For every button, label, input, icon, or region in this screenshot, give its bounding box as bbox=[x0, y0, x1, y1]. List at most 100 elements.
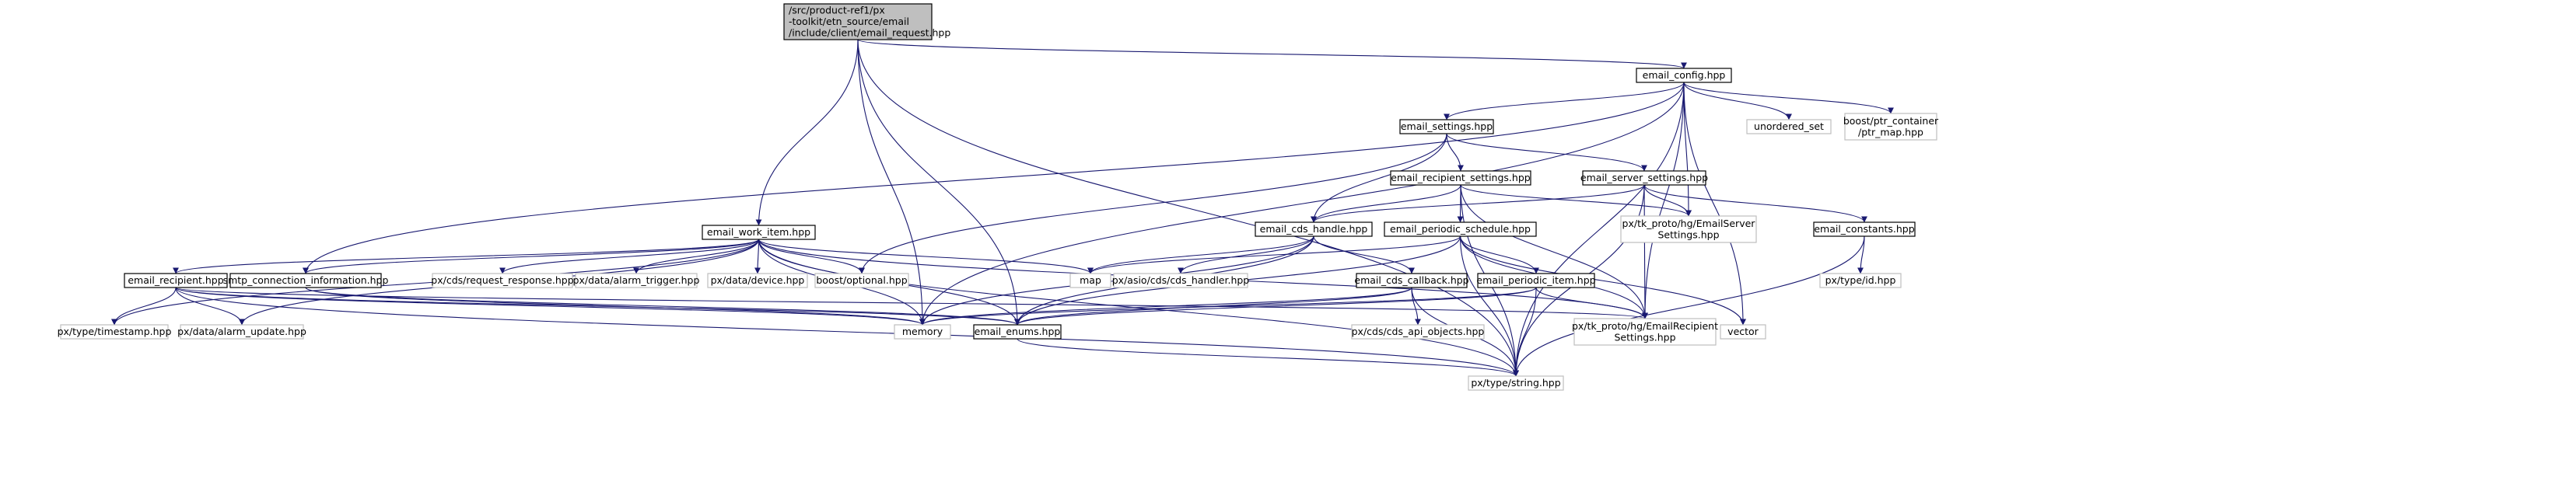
node-smtp[interactable]: smtp_connection_information.hpp bbox=[223, 273, 389, 288]
node-label-map-0: map bbox=[1080, 274, 1101, 286]
dependency-nodes: /src/product-ref1/px-toolkit/etn_source/… bbox=[58, 3, 1939, 391]
node-box-enums bbox=[973, 324, 1062, 340]
edge-server_settings-to-constants bbox=[1643, 184, 1867, 223]
edge-work_item-to-request_response bbox=[499, 239, 760, 274]
edge-periodic_schedule-to-string bbox=[1459, 235, 1519, 377]
node-label-recipient_pb-0: px/tk_proto/hg/EmailRecipient bbox=[1572, 320, 1718, 332]
node-email_config[interactable]: email_config.hpp bbox=[1636, 68, 1732, 83]
edge-smtp-to-enums bbox=[305, 287, 1020, 326]
edge-recipient-to-string bbox=[175, 287, 1519, 377]
node-label-cds_handler-0: px/asio/cds/cds_handler.hpp bbox=[1112, 274, 1250, 286]
node-email_settings[interactable]: email_settings.hpp bbox=[1399, 119, 1494, 134]
edge-recipient_settings-to-cds_handle bbox=[1311, 184, 1461, 223]
node-box-root bbox=[783, 3, 933, 40]
node-root[interactable]: /src/product-ref1/px-toolkit/etn_source/… bbox=[783, 3, 950, 40]
node-label-email_settings-0: email_settings.hpp bbox=[1401, 120, 1493, 132]
node-label-string-0: px/type/string.hpp bbox=[1471, 377, 1560, 389]
edge-work_item-to-recipient bbox=[173, 239, 760, 274]
node-server_settings[interactable]: email_server_settings.hpp bbox=[1580, 170, 1708, 186]
node-label-root-0: /src/product-ref1/px bbox=[789, 5, 885, 16]
node-box-alarm_trigger bbox=[575, 273, 698, 288]
node-box-work_item bbox=[702, 225, 816, 240]
edge-email_settings-to-server_settings bbox=[1446, 133, 1647, 172]
node-enums[interactable]: email_enums.hpp bbox=[973, 324, 1062, 340]
node-box-server_settings bbox=[1582, 170, 1706, 186]
node-box-periodic_schedule bbox=[1384, 221, 1537, 237]
node-label-server_pb-0: px/tk_proto/hg/EmailServer bbox=[1622, 218, 1756, 229]
node-periodic_schedule[interactable]: email_periodic_schedule.hpp bbox=[1384, 221, 1537, 237]
edge-recipient-to-recipient_pb bbox=[175, 287, 1648, 319]
node-constants[interactable]: email_constants.hpp bbox=[1813, 221, 1916, 237]
edge-email_config-to-unordered_set bbox=[1683, 82, 1792, 120]
node-box-cds_api_objects bbox=[1351, 324, 1485, 340]
node-vector: vector bbox=[1720, 324, 1766, 340]
node-recipient_pb: px/tk_proto/hg/EmailRecipientSettings.hp… bbox=[1572, 318, 1718, 346]
edge-recipient-to-enums bbox=[175, 287, 1020, 326]
node-label-periodic_schedule-0: email_periodic_schedule.hpp bbox=[1390, 223, 1531, 235]
node-label-unordered_set-0: unordered_set bbox=[1754, 120, 1824, 132]
node-alarm_trigger: px/data/alarm_trigger.hpp bbox=[573, 273, 700, 288]
node-label-email_config-0: email_config.hpp bbox=[1643, 69, 1726, 81]
node-box-email_settings bbox=[1399, 119, 1494, 134]
node-work_item[interactable]: email_work_item.hpp bbox=[702, 225, 816, 240]
node-label-timestamp-0: px/type/timestamp.hpp bbox=[58, 326, 172, 337]
node-box-smtp bbox=[229, 273, 382, 288]
edge-email_config-to-email_settings bbox=[1444, 82, 1685, 120]
node-label-server_settings-0: email_server_settings.hpp bbox=[1580, 172, 1708, 183]
edge-server_settings-to-server_pb bbox=[1643, 184, 1692, 217]
edge-email_config-to-memory bbox=[919, 82, 1685, 326]
edge-work_item-to-string bbox=[758, 239, 1519, 377]
node-cds_api_objects: px/cds/cds_api_objects.hpp bbox=[1351, 324, 1485, 340]
edge-constants-to-string bbox=[1513, 235, 1865, 377]
edge-enums-to-string bbox=[1017, 338, 1519, 377]
node-label-root-1: -toolkit/etn_source/email bbox=[789, 16, 909, 27]
node-box-timestamp bbox=[60, 324, 169, 340]
node-box-recipient bbox=[124, 273, 228, 288]
node-box-unordered_set bbox=[1746, 119, 1832, 134]
node-box-alarm_update bbox=[180, 324, 304, 340]
node-label-cds_callback-0: email_cds_callback.hpp bbox=[1354, 274, 1468, 286]
edge-email_settings-to-recipient_settings bbox=[1446, 133, 1464, 172]
node-box-optional bbox=[814, 273, 909, 288]
edge-email_settings-to-optional bbox=[859, 133, 1447, 274]
node-box-constants bbox=[1813, 221, 1916, 237]
node-map: map bbox=[1069, 273, 1111, 288]
edge-smtp-to-memory bbox=[305, 287, 926, 326]
node-label-ptr_map-1: /ptr_map.hpp bbox=[1858, 126, 1923, 138]
node-alarm_update: px/data/alarm_update.hpp bbox=[177, 324, 306, 340]
edge-periodic_item-to-string bbox=[1513, 287, 1537, 377]
edge-root-to-email_config bbox=[857, 39, 1687, 69]
node-box-cds_callback bbox=[1356, 273, 1468, 288]
node-label-root-2: /include/client/email_request.hpp bbox=[789, 27, 950, 39]
node-label-alarm_trigger-0: px/data/alarm_trigger.hpp bbox=[573, 274, 700, 286]
node-timestamp: px/type/timestamp.hpp bbox=[58, 324, 172, 340]
node-cds_handler: px/asio/cds/cds_handler.hpp bbox=[1112, 273, 1250, 288]
edge-email_config-to-ptr_map bbox=[1683, 82, 1894, 114]
node-cds_callback[interactable]: email_cds_callback.hpp bbox=[1354, 273, 1469, 288]
node-box-server_pb bbox=[1620, 215, 1757, 243]
node-label-periodic_item-0: email_periodic_item.hpp bbox=[1476, 274, 1595, 286]
node-box-device bbox=[707, 273, 808, 288]
node-label-constants-0: email_constants.hpp bbox=[1814, 223, 1914, 235]
edge-periodic_schedule-to-map bbox=[1087, 235, 1461, 274]
node-box-recipient_settings bbox=[1390, 170, 1531, 186]
node-label-cds_handle-0: email_cds_handle.hpp bbox=[1260, 223, 1368, 235]
node-recipient[interactable]: email_recipient.hpp bbox=[124, 273, 228, 288]
edge-email_config-to-string bbox=[1513, 82, 1685, 377]
node-cds_handle[interactable]: email_cds_handle.hpp bbox=[1255, 221, 1373, 237]
node-label-vector-0: vector bbox=[1727, 326, 1759, 337]
node-periodic_item[interactable]: email_periodic_item.hpp bbox=[1476, 273, 1596, 288]
node-label-device-0: px/data/device.hpp bbox=[711, 274, 805, 286]
node-box-map bbox=[1069, 273, 1111, 288]
node-recipient_settings[interactable]: email_recipient_settings.hpp bbox=[1390, 170, 1531, 186]
node-box-ptr_map bbox=[1844, 113, 1937, 141]
edge-work_item-to-device bbox=[754, 239, 761, 274]
edge-email_config-to-smtp bbox=[303, 82, 1685, 274]
node-label-enums-0: email_enums.hpp bbox=[975, 326, 1061, 337]
edge-server_settings-to-cds_handle bbox=[1311, 184, 1645, 223]
node-optional: boost/optional.hpp bbox=[814, 273, 909, 288]
edge-recipient-to-timestamp bbox=[111, 287, 177, 326]
node-box-typeid bbox=[1819, 273, 1902, 288]
edge-periodic_schedule-to-periodic_item bbox=[1459, 235, 1539, 274]
